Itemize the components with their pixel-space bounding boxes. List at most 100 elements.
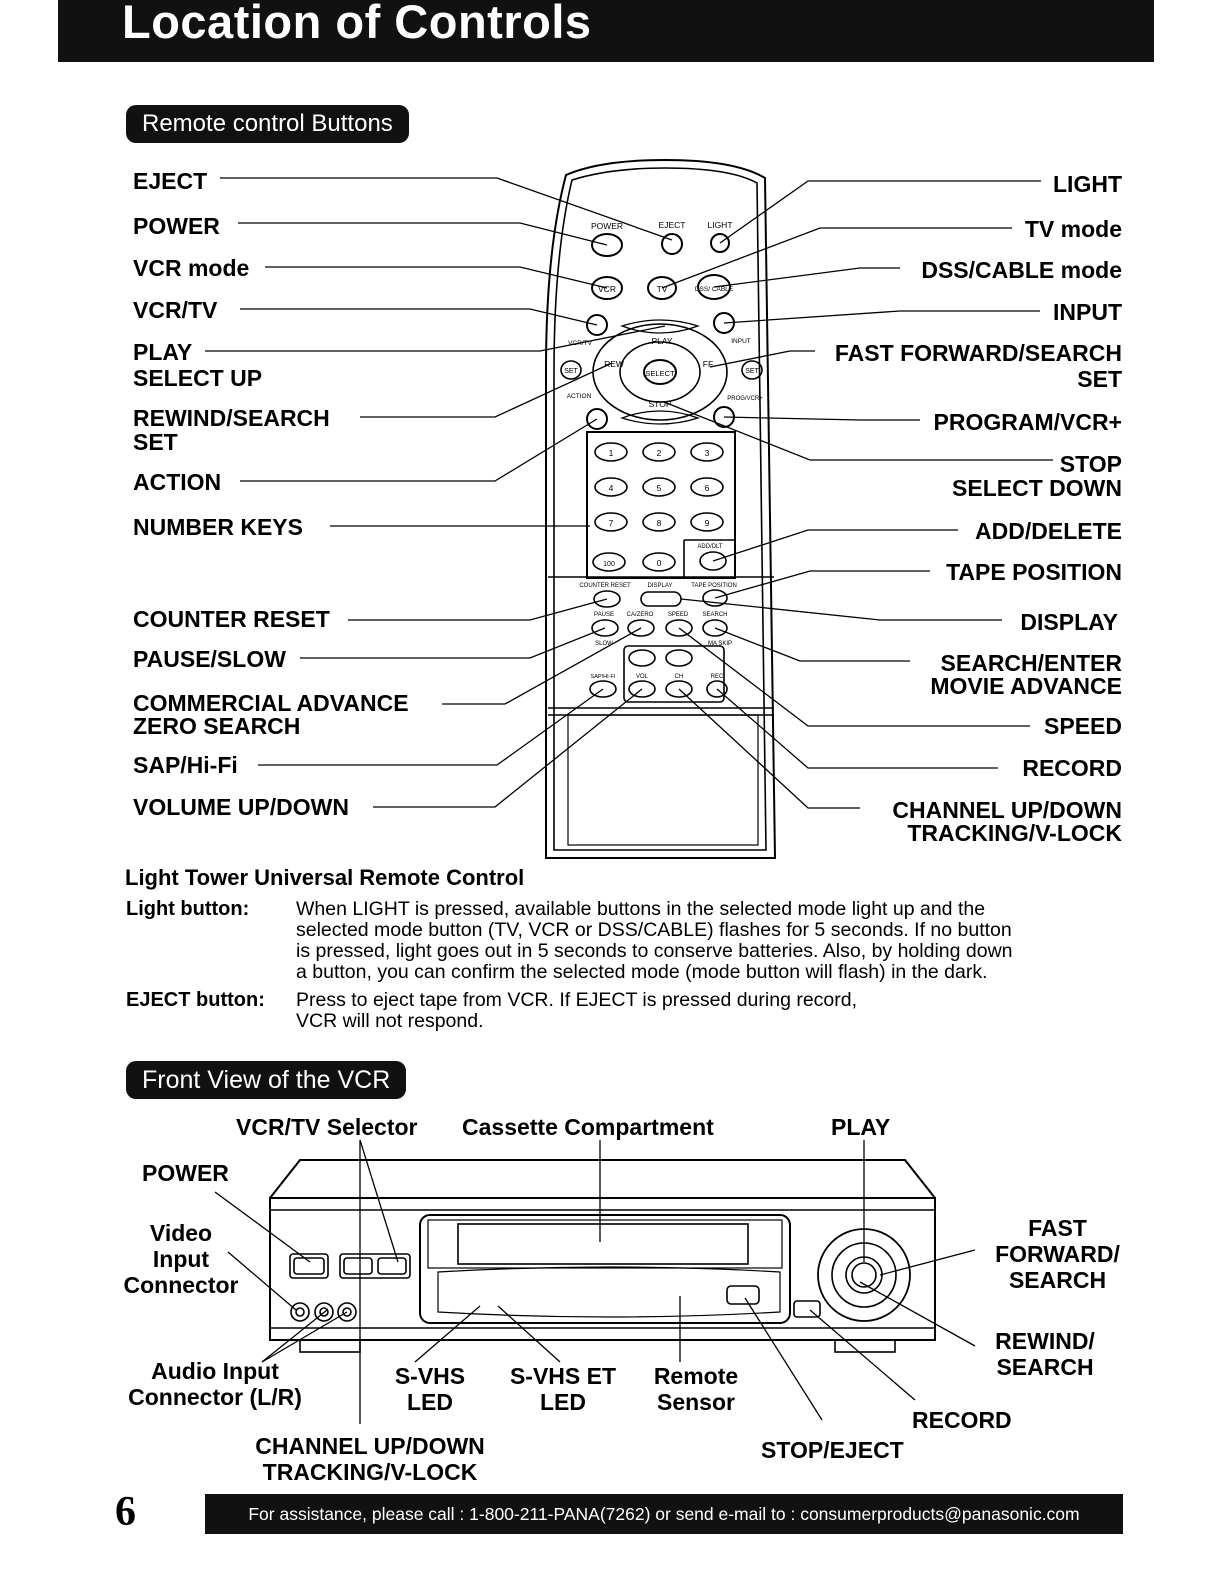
remote-maskip-text: MA SKIP (708, 641, 732, 647)
eject-text-line: Press to eject tape from VCR. If EJECT i… (296, 989, 858, 1011)
label-tv-mode: TV mode (1024, 216, 1122, 242)
page-title: Location of Controls (122, 0, 592, 48)
footer-assistance: For assistance, please call : 1-800-211-… (205, 1494, 1123, 1534)
remote-eject-text: EJECT (659, 220, 686, 230)
remote-action-text: ACTION (567, 393, 592, 400)
remote-cazero-text: CA/ZERO (627, 612, 654, 618)
light-button-description: When LIGHT is pressed, available buttons… (296, 899, 1116, 983)
remote-vcr-text: VCR (598, 284, 616, 294)
vcr-label-line: Remote (653, 1363, 739, 1389)
vcr-label-line: CHANNEL UP/DOWN (255, 1433, 485, 1459)
remote-display-text: DISPLAY (648, 583, 673, 589)
remote-input-text: INPUT (731, 338, 751, 345)
label-program-vcr-plus: PROGRAM/VCR+ (933, 409, 1123, 435)
label-channel-up-down: CHANNEL UP/DOWN (892, 797, 1122, 823)
remote-rew-text: REW (604, 359, 624, 369)
label-play: PLAY (133, 339, 193, 365)
label-movie-advance: MOVIE ADVANCE (930, 673, 1122, 699)
label-commercial-advance: COMMERCIAL ADVANCE (133, 690, 409, 716)
label-counter-reset: COUNTER RESET (133, 606, 330, 632)
vcr-label-line: Video (149, 1220, 213, 1246)
remote-ch-text: CH (675, 674, 684, 680)
label-set-right: SET (1077, 366, 1122, 392)
vcr-label-record: RECORD (912, 1407, 1012, 1433)
vcr-label-vcrtv-selector: VCR/TV Selector (236, 1114, 418, 1140)
remote-saphifi-text: SAP/HI-FI (591, 674, 616, 680)
remote-speed-text: SPEED (668, 612, 689, 618)
label-set-left: SET (133, 429, 178, 455)
vcr-label-line: Connector (123, 1272, 239, 1298)
vcr-label-video-input: Video Input Connector (118, 1220, 244, 1298)
remote-key-0: 0 (657, 558, 662, 568)
remote-rec-text: REC (711, 674, 724, 680)
vcr-label-channel: CHANNEL UP/DOWN TRACKING/V-LOCK (232, 1433, 508, 1485)
label-select-up: SELECT UP (133, 365, 263, 391)
remote-key-2: 2 (657, 448, 662, 458)
vcr-label-line: S-VHS ET (509, 1363, 617, 1389)
remote-play-text: PLAY (651, 336, 672, 346)
eject-button-label: EJECT button: (126, 989, 265, 1011)
remote-light-text: LIGHT (707, 220, 732, 230)
light-text-line: selected mode button (TV, VCR or DSS/CAB… (296, 919, 1012, 941)
remote-key-9: 9 (705, 518, 710, 528)
vcr-label-cassette: Cassette Compartment (462, 1114, 714, 1140)
vcr-label-line: Connector (L/R) (128, 1384, 302, 1410)
vcr-label-line: LED (540, 1389, 586, 1415)
remote-counter-reset-text: COUNTER RESET (579, 583, 631, 589)
eject-text-line: VCR will not respond. (296, 1010, 484, 1032)
remote-search-text: SEARCH (702, 612, 727, 618)
vcr-label-line: S-VHS (394, 1363, 466, 1389)
page-number: 6 (115, 1489, 136, 1535)
remote-key-3: 3 (705, 448, 710, 458)
label-record: RECORD (1022, 755, 1122, 781)
remote-set-right-text: SET (745, 368, 759, 375)
vcr-label-line: Audio Input (151, 1358, 279, 1384)
label-pause-slow: PAUSE/SLOW (133, 646, 286, 672)
label-select-down: SELECT DOWN (952, 475, 1122, 501)
remote-key-1: 1 (609, 448, 614, 458)
remote-vol-text: VOL (636, 674, 649, 680)
label-add-delete: ADD/DELETE (975, 518, 1122, 544)
label-eject: EJECT (133, 168, 208, 194)
remote-caption: Light Tower Universal Remote Control (125, 865, 525, 890)
remote-key-6: 6 (705, 483, 710, 493)
label-action: ACTION (133, 469, 222, 495)
label-tape-position: TAPE POSITION (946, 559, 1122, 585)
label-display: DISPLAY (1020, 609, 1118, 635)
label-volume: VOLUME UP/DOWN (133, 794, 349, 820)
light-button-label: Light button: (126, 898, 250, 920)
label-vcrtv: VCR/TV (133, 297, 218, 323)
remote-ff-text: FF (703, 359, 713, 369)
light-text-line: a button, you can confirm the selected m… (296, 961, 988, 983)
vcr-label-line: Sensor (657, 1389, 735, 1415)
remote-adddlt-text: ADD/DLT (697, 544, 723, 550)
vcr-label-line: FORWARD/ (995, 1241, 1120, 1267)
light-text-line: is pressed, light goes out in 5 seconds … (296, 940, 1013, 962)
remote-dss-text: DSS/ CABLE (695, 286, 734, 293)
vcr-label-line: FAST (1028, 1215, 1087, 1241)
vcr-label-remote-sensor: Remote Sensor (640, 1363, 752, 1415)
label-light: LIGHT (1053, 171, 1122, 197)
vcr-label-line: REWIND/ (995, 1328, 1095, 1354)
label-search-enter: SEARCH/ENTER (940, 650, 1122, 676)
label-stop: STOP (1059, 451, 1122, 477)
eject-button-description: Press to eject tape from VCR. If EJECT i… (296, 990, 1116, 1032)
vcr-label-line: Input (152, 1246, 210, 1272)
label-sap-hifi: SAP/Hi-Fi (133, 752, 238, 778)
label-number-keys: NUMBER KEYS (133, 514, 303, 540)
remote-key-8: 8 (657, 518, 662, 528)
remote-slow-text: SLOW (595, 641, 613, 647)
remote-key-4: 4 (609, 483, 614, 493)
section-heading-vcr: Front View of the VCR (126, 1061, 407, 1099)
vcr-label-line: TRACKING/V-LOCK (262, 1459, 478, 1485)
label-fast-forward: FAST FORWARD/SEARCH (834, 340, 1122, 366)
label-tracking-vlock: TRACKING/V-LOCK (907, 820, 1122, 846)
label-power: POWER (133, 213, 220, 239)
vcr-label-rewind: REWIND/ SEARCH (980, 1328, 1110, 1380)
title-bar (58, 0, 1154, 62)
light-text-line: When LIGHT is pressed, available buttons… (296, 898, 986, 920)
remote-stop-text: STOP (649, 399, 672, 409)
remote-key-100: 100 (603, 561, 615, 568)
